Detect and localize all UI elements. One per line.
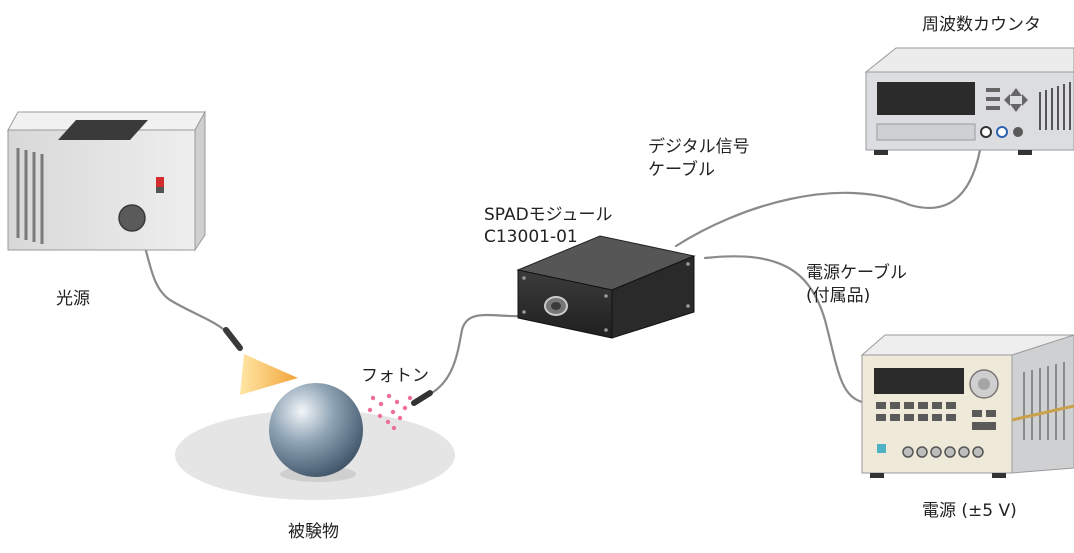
label-spad-model: C13001-01 (484, 227, 578, 247)
light-probe (223, 327, 298, 395)
label-sample: 被験物 (288, 522, 339, 542)
spad-module (516, 235, 696, 339)
label-photon: フォトン (361, 366, 429, 386)
frequency-counter (864, 47, 1074, 155)
label-digital-cable-2: ケーブル (648, 160, 715, 180)
power-display (874, 368, 964, 394)
label-power-supply: 電源 (±5 V) (922, 501, 1017, 521)
sample-sphere (269, 383, 363, 477)
power-cable (703, 255, 864, 404)
photon-probe (411, 390, 433, 406)
digital-signal-cable (674, 148, 982, 248)
sample (175, 383, 455, 500)
label-light-source: 光源 (56, 289, 90, 309)
label-power-cable-2: (付属品) (806, 286, 871, 306)
photon-fiber (428, 313, 532, 396)
label-spad-module: SPADモジュール (484, 205, 613, 225)
counter-display (877, 82, 975, 115)
light-cone (240, 354, 298, 395)
label-power-cable-1: 電源ケーブル (806, 263, 907, 283)
label-frequency-counter: 周波数カウンタ (922, 15, 1041, 35)
cables (134, 148, 982, 404)
light-source (7, 110, 206, 252)
label-digital-cable-1: デジタル信号 (648, 137, 750, 157)
photon-dots (367, 393, 413, 431)
power-supply (860, 334, 1074, 478)
